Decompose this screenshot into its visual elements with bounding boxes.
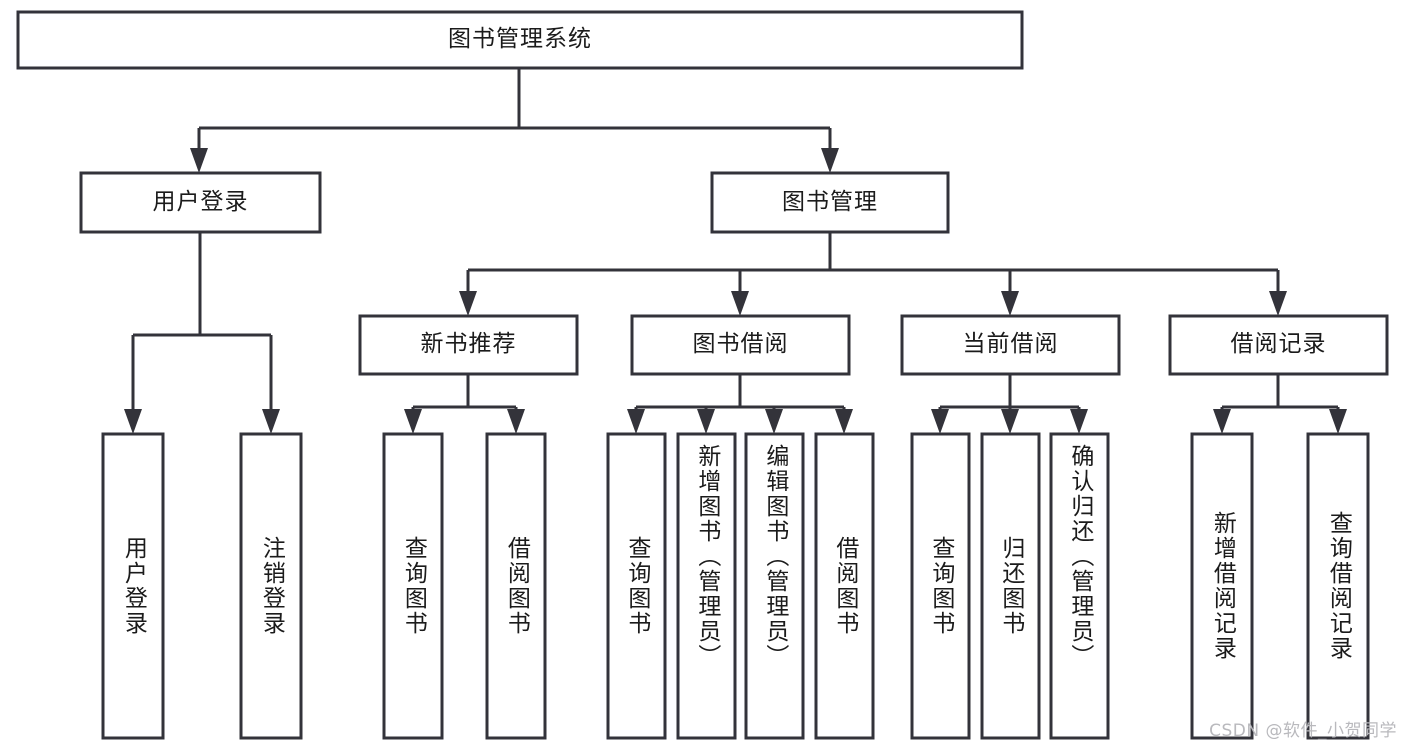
node-box-borrow-record[interactable] bbox=[1168, 314, 1389, 376]
node-box-leaf-borrow-book-2[interactable] bbox=[814, 432, 875, 740]
node-box-leaf-user-logout[interactable] bbox=[239, 432, 303, 740]
node-box-book-manage[interactable] bbox=[710, 171, 950, 234]
arrow-head-current-borrow bbox=[1001, 291, 1019, 316]
node-box-leaf-borrow-book-1[interactable] bbox=[485, 432, 547, 740]
node-box-new-book-rec[interactable] bbox=[358, 314, 579, 376]
node-box-leaf-confirm-return[interactable] bbox=[1049, 432, 1110, 740]
arrow-head-borrow-record bbox=[1269, 291, 1287, 316]
node-box-leaf-query-book-2[interactable] bbox=[606, 432, 667, 740]
node-box-leaf-return-book[interactable] bbox=[980, 432, 1041, 740]
arrow-head-leaf-user-login bbox=[124, 409, 142, 434]
arrow-head-book-borrow bbox=[731, 291, 749, 316]
arrow-head-book-manage bbox=[821, 148, 839, 173]
arrow-head-leaf-query-book-1 bbox=[404, 409, 422, 434]
arrow-head-new-book-rec bbox=[459, 291, 477, 316]
arrow-head-leaf-edit-book bbox=[765, 409, 783, 434]
arrow-head-leaf-query-book-3 bbox=[931, 409, 949, 434]
node-box-leaf-query-book-1[interactable] bbox=[382, 432, 444, 740]
arrow-head-leaf-add-record bbox=[1213, 409, 1231, 434]
node-box-leaf-edit-book[interactable] bbox=[744, 432, 805, 740]
arrow-head-leaf-user-logout bbox=[262, 409, 280, 434]
arrow-head-user-login bbox=[190, 148, 208, 173]
arrow-head-leaf-borrow-book-2 bbox=[835, 409, 853, 434]
arrow-head-leaf-return-book bbox=[1001, 409, 1019, 434]
arrow-head-leaf-confirm-return bbox=[1070, 409, 1088, 434]
arrow-head-leaf-borrow-book-1 bbox=[507, 409, 525, 434]
arrow-head-leaf-query-book-2 bbox=[627, 409, 645, 434]
node-box-root[interactable] bbox=[16, 10, 1024, 70]
node-box-leaf-query-record[interactable] bbox=[1306, 432, 1370, 740]
node-box-leaf-add-book[interactable] bbox=[676, 432, 737, 740]
arrow-head-leaf-query-record bbox=[1329, 409, 1347, 434]
node-box-book-borrow[interactable] bbox=[630, 314, 851, 376]
node-box-leaf-user-login[interactable] bbox=[101, 432, 165, 740]
arrow-head-leaf-add-book bbox=[697, 409, 715, 434]
node-box-leaf-add-record[interactable] bbox=[1190, 432, 1254, 740]
node-box-leaf-query-book-3[interactable] bbox=[910, 432, 971, 740]
node-box-user-login[interactable] bbox=[79, 171, 322, 234]
node-box-current-borrow[interactable] bbox=[900, 314, 1121, 376]
